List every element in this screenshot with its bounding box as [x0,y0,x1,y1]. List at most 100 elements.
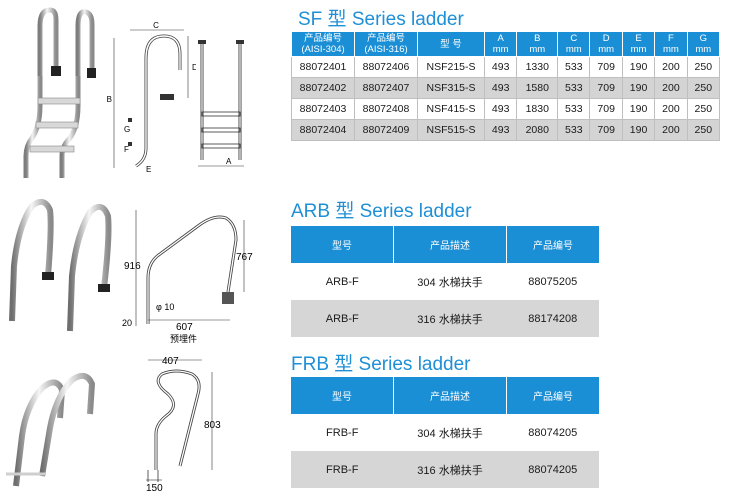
cell: 200 [654,77,688,99]
cell: 88072403 [291,98,355,120]
arb-dimension-drawing: 916 767 φ 10 20 607 预埋件 [122,210,253,344]
frb-header-model: 型号 [291,377,394,414]
frb-dim-base: 150 [146,483,163,492]
cell: 533 [557,56,591,78]
cell: FRB-F [291,414,394,451]
sf-ladder-photo [23,7,96,178]
cell: 88072404 [291,119,355,141]
frb-section-title: FRB 型 Series ladder [291,354,471,375]
arb-header-desc: 产品描述 [393,226,507,263]
cell: NSF215-S [417,56,485,78]
cell: 709 [589,77,623,99]
cell: 250 [686,77,721,99]
cell: 250 [686,56,721,78]
frb-header-row: 型号 产品描述 产品编号 [291,377,599,414]
cell: 1330 [516,56,559,78]
arb-header-model: 型号 [291,226,394,263]
cell: NSF515-S [417,119,485,141]
cell: ARB-F [291,300,394,337]
arb-header-code: 产品编号 [506,226,599,263]
cell: 250 [686,119,721,141]
sf-front-drawing: A [198,40,244,167]
cell: 709 [589,119,623,141]
arb-dim-width: 607 [176,322,193,333]
cell: 493 [483,98,518,120]
cell: 250 [686,98,721,120]
arb-dim-diameter: φ 10 [156,302,174,312]
cell: 88074205 [506,414,599,451]
cell: 88072407 [354,77,418,99]
cell: 200 [654,98,688,120]
frb-dim-width: 407 [162,356,179,367]
cell: 190 [621,77,656,99]
sf-header-cell: 产品编号(AISI-304) [291,31,355,57]
cell: 88075205 [506,263,599,300]
cell: 709 [589,98,623,120]
dim-label-b: B [107,95,112,104]
cell: 190 [621,56,656,78]
cell: 1580 [516,77,559,99]
cell: 88072401 [291,56,355,78]
dim-label-g: G [124,125,130,134]
cell: 2080 [516,119,559,141]
frb-header-code: 产品编号 [506,377,599,414]
cell: 190 [621,98,656,120]
sf-header-cell: 产品编号(AISI-316) [354,31,418,57]
cell: 316 水梯扶手 [393,451,507,488]
cell: 493 [483,119,518,141]
cell: NSF315-S [417,77,485,99]
cell: 88072408 [354,98,418,120]
arb-section-title: ARB 型 Series ladder [291,201,472,222]
cell: 88072402 [291,77,355,99]
cell: 88072406 [354,56,418,78]
cell: 1830 [516,98,559,120]
arb-header-row: 型号 产品描述 产品编号 [291,226,599,263]
sf-header-cell: 型 号 [417,31,485,57]
cell: 200 [654,119,688,141]
cell: ARB-F [291,263,394,300]
dim-label-c: C [153,21,159,30]
frb-handrail-photo [6,372,96,487]
cell: 493 [483,56,518,78]
frb-dim-height: 803 [204,420,221,431]
cell: 88174208 [506,300,599,337]
cell: NSF415-S [417,98,485,120]
cell: 190 [621,119,656,141]
cell: 88072409 [354,119,418,141]
frb-dimension-drawing: 407 803 150 [146,356,221,492]
cell: 88074205 [506,451,599,488]
dim-label-f: F [124,145,129,154]
arb-dim-base: 20 [122,318,132,328]
cell: 709 [589,56,623,78]
dim-label-a: A [226,157,232,166]
dim-label-d: D [192,63,196,72]
sf-side-drawing: C D B G F E [107,21,196,174]
frb-header-desc: 产品描述 [393,377,507,414]
cell: 304 水梯扶手 [393,414,507,451]
cell: 304 水梯扶手 [393,263,507,300]
arb-handrail-photo [9,198,112,332]
cell: 533 [557,119,591,141]
dim-label-e: E [146,165,151,174]
arb-dim-left-height: 916 [124,261,141,272]
arb-dim-right-height: 767 [236,252,253,263]
cell: 200 [654,56,688,78]
